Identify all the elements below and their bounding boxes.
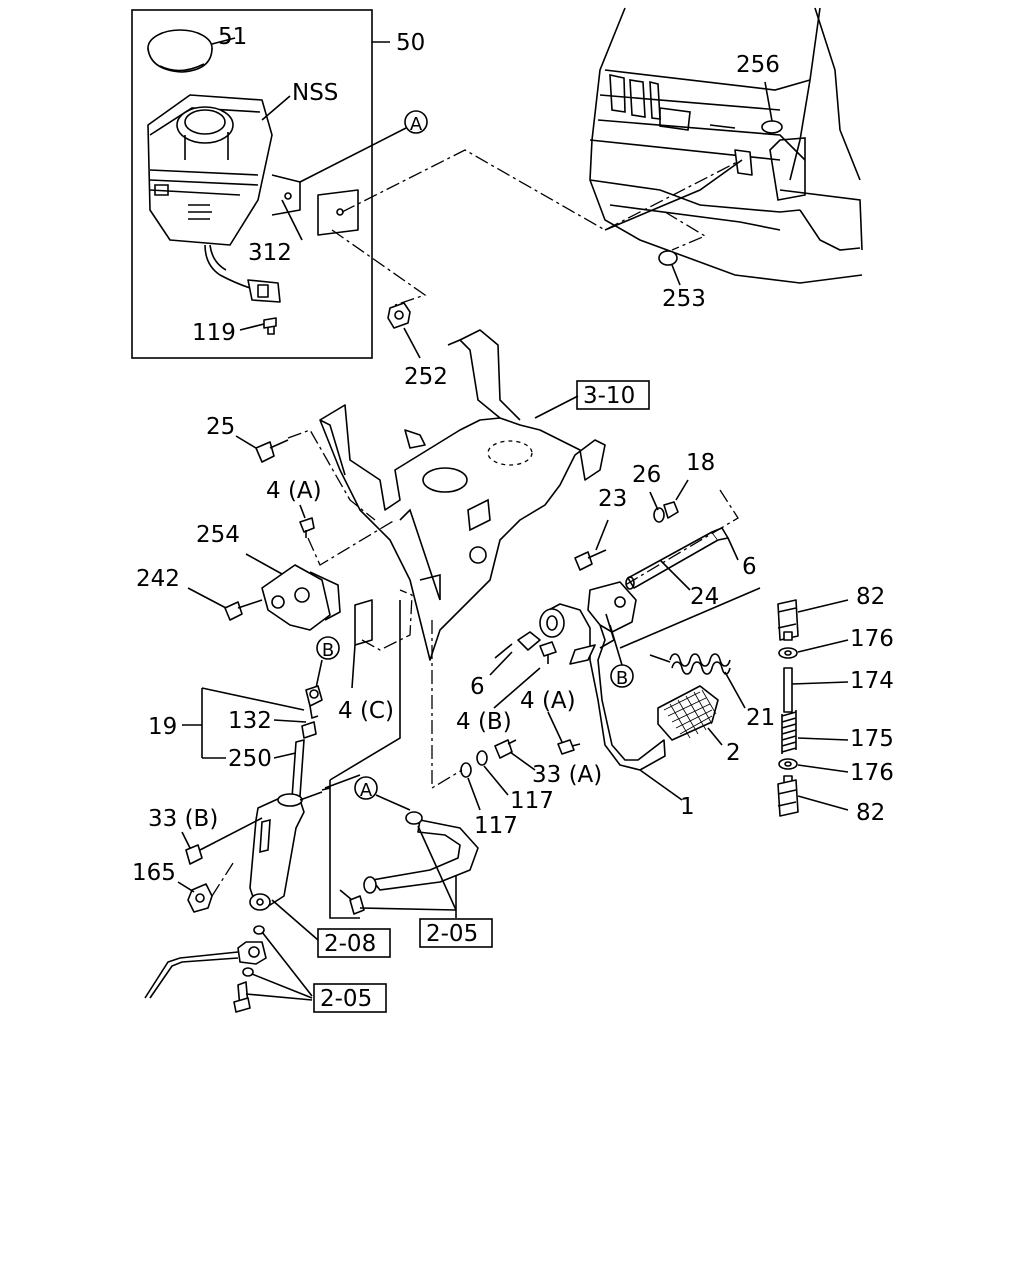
label-132: 132	[228, 708, 272, 734]
reference-box-2-05-bottom	[313, 983, 387, 1013]
label-250: 250	[228, 746, 272, 772]
bolt-119	[263, 317, 277, 335]
bolt-242	[224, 599, 263, 621]
clutch-pedal-arm	[539, 581, 666, 771]
reservoir-cap	[147, 29, 213, 73]
svg-text:A: A	[360, 780, 373, 801]
label-82-top: 82	[856, 584, 885, 610]
label-25: 25	[206, 414, 235, 440]
label-33a: 33 (A)	[532, 762, 602, 788]
spring-175	[781, 710, 797, 754]
label-253: 253	[662, 286, 706, 312]
label-176-bottom: 176	[850, 760, 894, 786]
label-23: 23	[598, 486, 627, 512]
label-4a-top: 4 (A)	[266, 478, 322, 504]
bracket-254	[261, 564, 341, 631]
label-2: 2	[726, 740, 741, 766]
label-26: 26	[632, 462, 661, 488]
label-119: 119	[192, 320, 236, 346]
label-117-a: 117	[510, 788, 554, 814]
label-19: 19	[148, 714, 177, 740]
reservoir-inset-frame	[131, 9, 373, 359]
bolt-33b	[185, 817, 263, 865]
reservoir-tank	[147, 94, 301, 246]
svg-text:A: A	[410, 114, 423, 135]
washer-26	[653, 507, 665, 523]
label-4c: 4 (C)	[338, 698, 394, 724]
rod-174	[783, 667, 793, 713]
return-spring-21	[649, 653, 731, 675]
label-50: 50	[396, 30, 425, 56]
label-117-b: 117	[474, 813, 518, 839]
label-175: 175	[850, 726, 894, 752]
bolt-4a-top	[299, 517, 315, 538]
washer-176-top	[778, 647, 798, 659]
label-18: 18	[686, 450, 715, 476]
label-82-bottom: 82	[856, 800, 885, 826]
truck-cab-outline	[589, 7, 863, 284]
svg-text:B: B	[322, 640, 334, 661]
nut-252	[387, 302, 411, 329]
label-ref-2-05-bottom: 2-05	[320, 986, 372, 1012]
clevis-132	[305, 685, 323, 720]
reference-box-2-08	[317, 928, 391, 958]
label-242: 242	[136, 566, 180, 592]
bolt-23	[574, 549, 607, 571]
label-252: 252	[404, 364, 448, 390]
circle-marker-b-left: B	[316, 636, 340, 661]
pedal-pad-2	[657, 685, 719, 741]
bracket-4c	[354, 589, 413, 651]
nut-250	[301, 721, 317, 739]
pedal-bracket	[319, 329, 606, 661]
circle-marker-b-right: B	[610, 664, 634, 689]
bolt-33a	[494, 739, 517, 759]
label-254: 254	[196, 522, 240, 548]
stopper-82-top	[777, 599, 799, 641]
pivot-pin-6	[494, 631, 541, 659]
fluid-hose	[339, 811, 479, 915]
reference-box-2-05-mid	[419, 918, 493, 948]
stopper-82-bottom	[777, 775, 799, 817]
label-176-top: 176	[850, 626, 894, 652]
label-1: 1	[680, 794, 695, 820]
label-4b: 4 (B)	[456, 709, 512, 735]
bolt-4a-mid	[557, 739, 581, 755]
washer-117-a	[476, 750, 488, 766]
label-6-right: 6	[742, 554, 757, 580]
label-256: 256	[736, 52, 780, 78]
plug-256	[761, 120, 783, 134]
shaft-24	[625, 527, 729, 590]
svg-text:B: B	[616, 668, 628, 689]
label-312: 312	[248, 240, 292, 266]
reference-box-3-10	[576, 380, 650, 410]
nut-165	[187, 883, 213, 913]
label-33b: 33 (B)	[148, 806, 218, 832]
nut-18	[663, 501, 679, 519]
label-6-mid: 6	[470, 674, 485, 700]
circle-marker-a-mid: A	[354, 776, 378, 801]
bolt-4b	[539, 641, 557, 664]
label-174: 174	[850, 668, 894, 694]
label-4a-mid: 4 (A)	[520, 688, 576, 714]
label-51: 51	[218, 24, 247, 50]
washer-176-bottom	[778, 758, 798, 770]
label-165: 165	[132, 860, 176, 886]
label-21: 21	[746, 705, 775, 731]
mounting-plate-312	[317, 189, 359, 236]
reservoir-inset	[131, 9, 390, 359]
reservoir-connector	[247, 279, 281, 303]
bolt-25	[255, 439, 289, 463]
circle-marker-a-top: A	[404, 110, 428, 135]
plug-253	[658, 250, 678, 266]
label-ref-2-08: 2-08	[324, 931, 376, 957]
washer-117-b	[460, 762, 472, 778]
label-24: 24	[690, 584, 719, 610]
label-ref-2-05-mid: 2-05	[426, 921, 478, 947]
label-nss: NSS	[292, 80, 338, 106]
label-ref-3-10: 3-10	[583, 383, 635, 409]
lower-pipe	[144, 925, 267, 1013]
master-cylinder	[249, 739, 331, 911]
